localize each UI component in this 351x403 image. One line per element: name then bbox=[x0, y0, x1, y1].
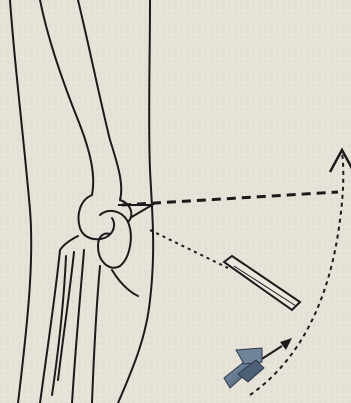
knee-diagram-svg bbox=[0, 0, 351, 403]
knee-diagram-figure bbox=[0, 0, 351, 403]
